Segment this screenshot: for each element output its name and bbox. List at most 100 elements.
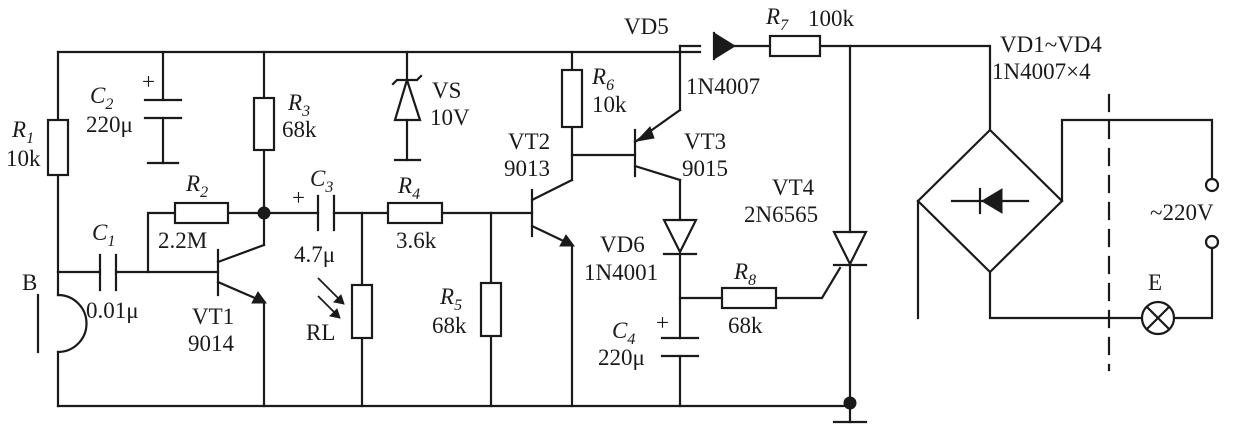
label-vd6-value: 1N4001 xyxy=(584,260,658,285)
bridge-lamp-wire xyxy=(988,270,1144,320)
wires xyxy=(56,44,1214,424)
label-vt2-value: 9013 xyxy=(504,156,550,181)
bridge-rectifier xyxy=(916,128,1064,274)
label-r7-ref: R7 xyxy=(765,4,789,34)
light-arrow xyxy=(317,277,341,301)
resistor-r6 xyxy=(560,68,584,129)
label-r7-value: 100k xyxy=(808,6,855,31)
capacitor-c1 xyxy=(98,253,118,292)
vt2-arrow xyxy=(559,234,575,247)
label-r4-ref: R4 xyxy=(397,173,420,203)
label-r2-value: 2.2M xyxy=(158,228,207,253)
label-r1-value: 10k xyxy=(6,146,41,171)
vt1-collector xyxy=(216,243,266,264)
label-c1-ref: C1 xyxy=(92,220,115,250)
light-arrowhead xyxy=(332,294,345,305)
junction-dot xyxy=(843,396,857,410)
bridge-diode-triangle xyxy=(981,188,1003,214)
label-rl: RL xyxy=(306,320,335,345)
zener-bar xyxy=(391,74,423,86)
vd5-triangle xyxy=(713,32,736,60)
label-c4-polarity: + xyxy=(656,310,669,335)
vt3-collector xyxy=(633,164,682,182)
capacitor-c4 xyxy=(660,336,700,358)
label-r6-ref: R6 xyxy=(591,64,614,94)
label-vd6-ref: VD6 xyxy=(600,232,645,257)
r7-bridge-wire xyxy=(818,44,992,132)
resistor-r8 xyxy=(720,286,778,310)
label-r4-value: 3.6k xyxy=(396,228,437,253)
mains-terminals xyxy=(1107,93,1220,372)
labels: R1 10k C2 220μ + R3 68k R2 2.2M C1 0.01μ… xyxy=(6,4,1214,370)
label-r2-ref: R2 xyxy=(185,171,208,201)
lamp-mains-wire xyxy=(1172,240,1214,320)
label-r5-ref: R5 xyxy=(439,284,462,314)
resistor-r1 xyxy=(46,118,70,177)
r2-left-wire xyxy=(146,211,177,274)
label-vt3-ref: VT3 xyxy=(684,129,726,154)
junctions xyxy=(257,206,857,410)
label-c2-value: 220μ xyxy=(86,112,133,137)
mic-arc xyxy=(56,293,88,354)
label-vd5-ref: VD5 xyxy=(624,14,669,39)
label-r3-ref: R3 xyxy=(287,90,310,120)
label-r8-ref: R8 xyxy=(733,259,756,289)
vt4-triangle xyxy=(832,230,868,267)
thyristor-vt4 xyxy=(832,230,868,267)
resistor-r4 xyxy=(386,201,444,225)
bridge-mains-wire xyxy=(1060,118,1214,203)
label-vs-value: 10V xyxy=(430,105,470,130)
label-c1-value: 0.01μ xyxy=(86,298,139,323)
resistor-r2 xyxy=(173,201,230,225)
diode-vd5 xyxy=(712,31,736,61)
vd6-triangle xyxy=(662,218,698,255)
label-c4-value: 220μ xyxy=(598,345,645,370)
rl-light-arrows xyxy=(317,277,345,319)
label-c3-polarity: + xyxy=(292,185,305,210)
zener-vs xyxy=(391,74,423,122)
terminal-icon xyxy=(1204,177,1220,193)
resistor-r7 xyxy=(768,34,822,58)
label-vt3-value: 9015 xyxy=(682,156,728,181)
label-r8-value: 68k xyxy=(728,313,763,338)
vt2-collector xyxy=(530,178,574,202)
label-c3-ref: C3 xyxy=(310,166,333,196)
resistors xyxy=(46,34,822,340)
vt1-arrow xyxy=(251,291,267,304)
label-lamp: E xyxy=(1148,270,1162,295)
label-c4-ref: C4 xyxy=(612,318,635,348)
microphone-b xyxy=(36,293,88,354)
light-arrowhead xyxy=(328,308,341,319)
r8-gate-wire xyxy=(774,266,842,300)
label-mic: B xyxy=(22,270,37,295)
label-vd5-value: 1N4007 xyxy=(686,74,760,99)
label-vt1-ref: VT1 xyxy=(192,304,234,329)
label-bridge-value: 1N4007×4 xyxy=(992,59,1091,84)
capacitors xyxy=(98,98,700,358)
label-bridge-ref: VD1~VD4 xyxy=(1000,32,1102,57)
label-r5-value: 68k xyxy=(432,313,467,338)
label-c3-value: 4.7μ xyxy=(294,242,335,267)
resistor-r5 xyxy=(479,281,503,338)
resistor-r3 xyxy=(252,96,276,152)
capacitor-c2 xyxy=(143,98,183,120)
junction-dot xyxy=(257,206,271,220)
label-c2-ref: C2 xyxy=(90,83,113,113)
label-c2-polarity: + xyxy=(142,69,155,94)
label-mains: ~220V xyxy=(1150,200,1214,225)
bridge-diamond xyxy=(916,128,1064,274)
label-vt2-ref: VT2 xyxy=(508,129,550,154)
label-vt1-value: 9014 xyxy=(188,331,235,356)
label-vs-ref: VS xyxy=(432,78,461,103)
lamp-e xyxy=(1140,300,1176,336)
label-r6-value: 10k xyxy=(592,92,627,117)
zener-triangle xyxy=(393,76,422,122)
label-vt4-value: 2N6565 xyxy=(744,202,818,227)
diode-vd6 xyxy=(662,218,698,256)
light-arrow xyxy=(317,295,337,315)
transistor-vt3 xyxy=(633,108,682,182)
terminal-icon xyxy=(1204,234,1220,250)
photoresistor-rl xyxy=(350,283,374,340)
label-r3-value: 68k xyxy=(282,117,317,142)
